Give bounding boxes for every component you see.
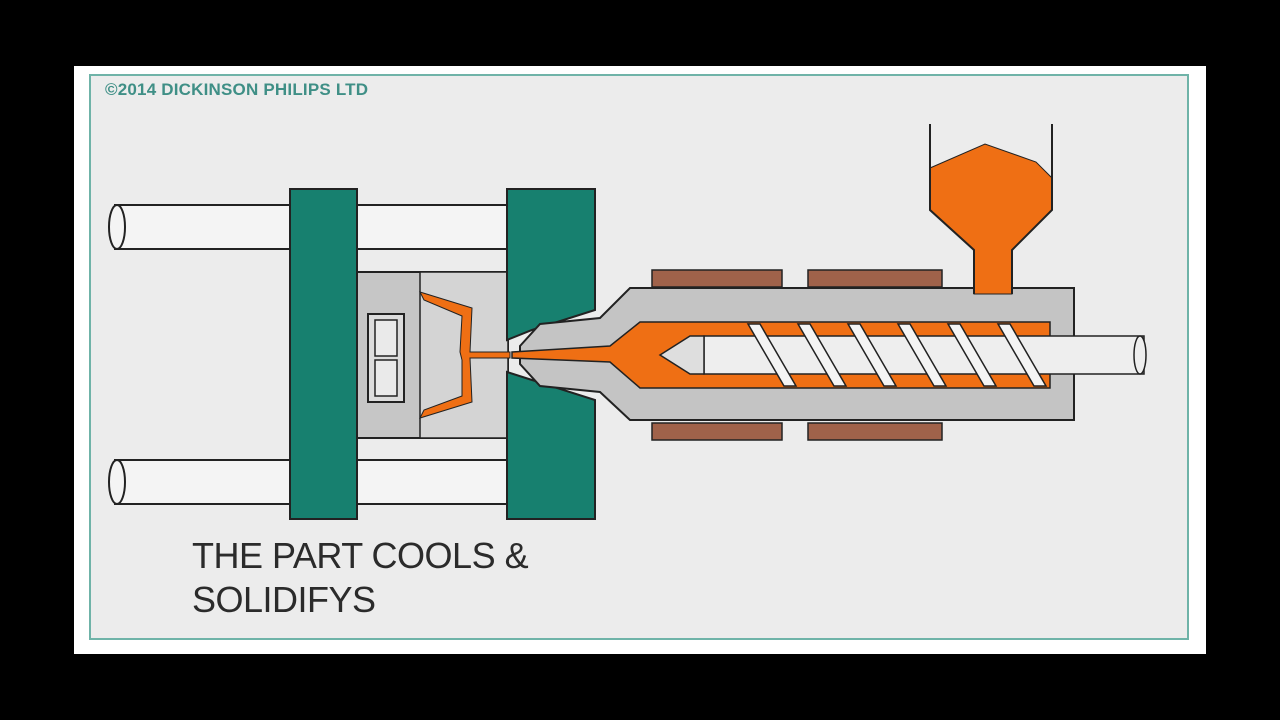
moving-platen [289, 188, 358, 520]
heater-bands [562, 269, 943, 441]
molded-part [419, 291, 511, 419]
caption-line-1: THE PART COOLS & [192, 535, 529, 576]
copyright-text: ©2014 DICKINSON PHILIPS LTD [105, 80, 369, 99]
ejector-block [367, 313, 405, 403]
hopper [929, 124, 1053, 295]
caption: THE PART COOLS & SOLIDIFYS [192, 534, 529, 622]
fixed-platen [506, 188, 596, 520]
screw [658, 323, 1147, 387]
caption-line-2: SOLIDIFYS [192, 579, 376, 620]
